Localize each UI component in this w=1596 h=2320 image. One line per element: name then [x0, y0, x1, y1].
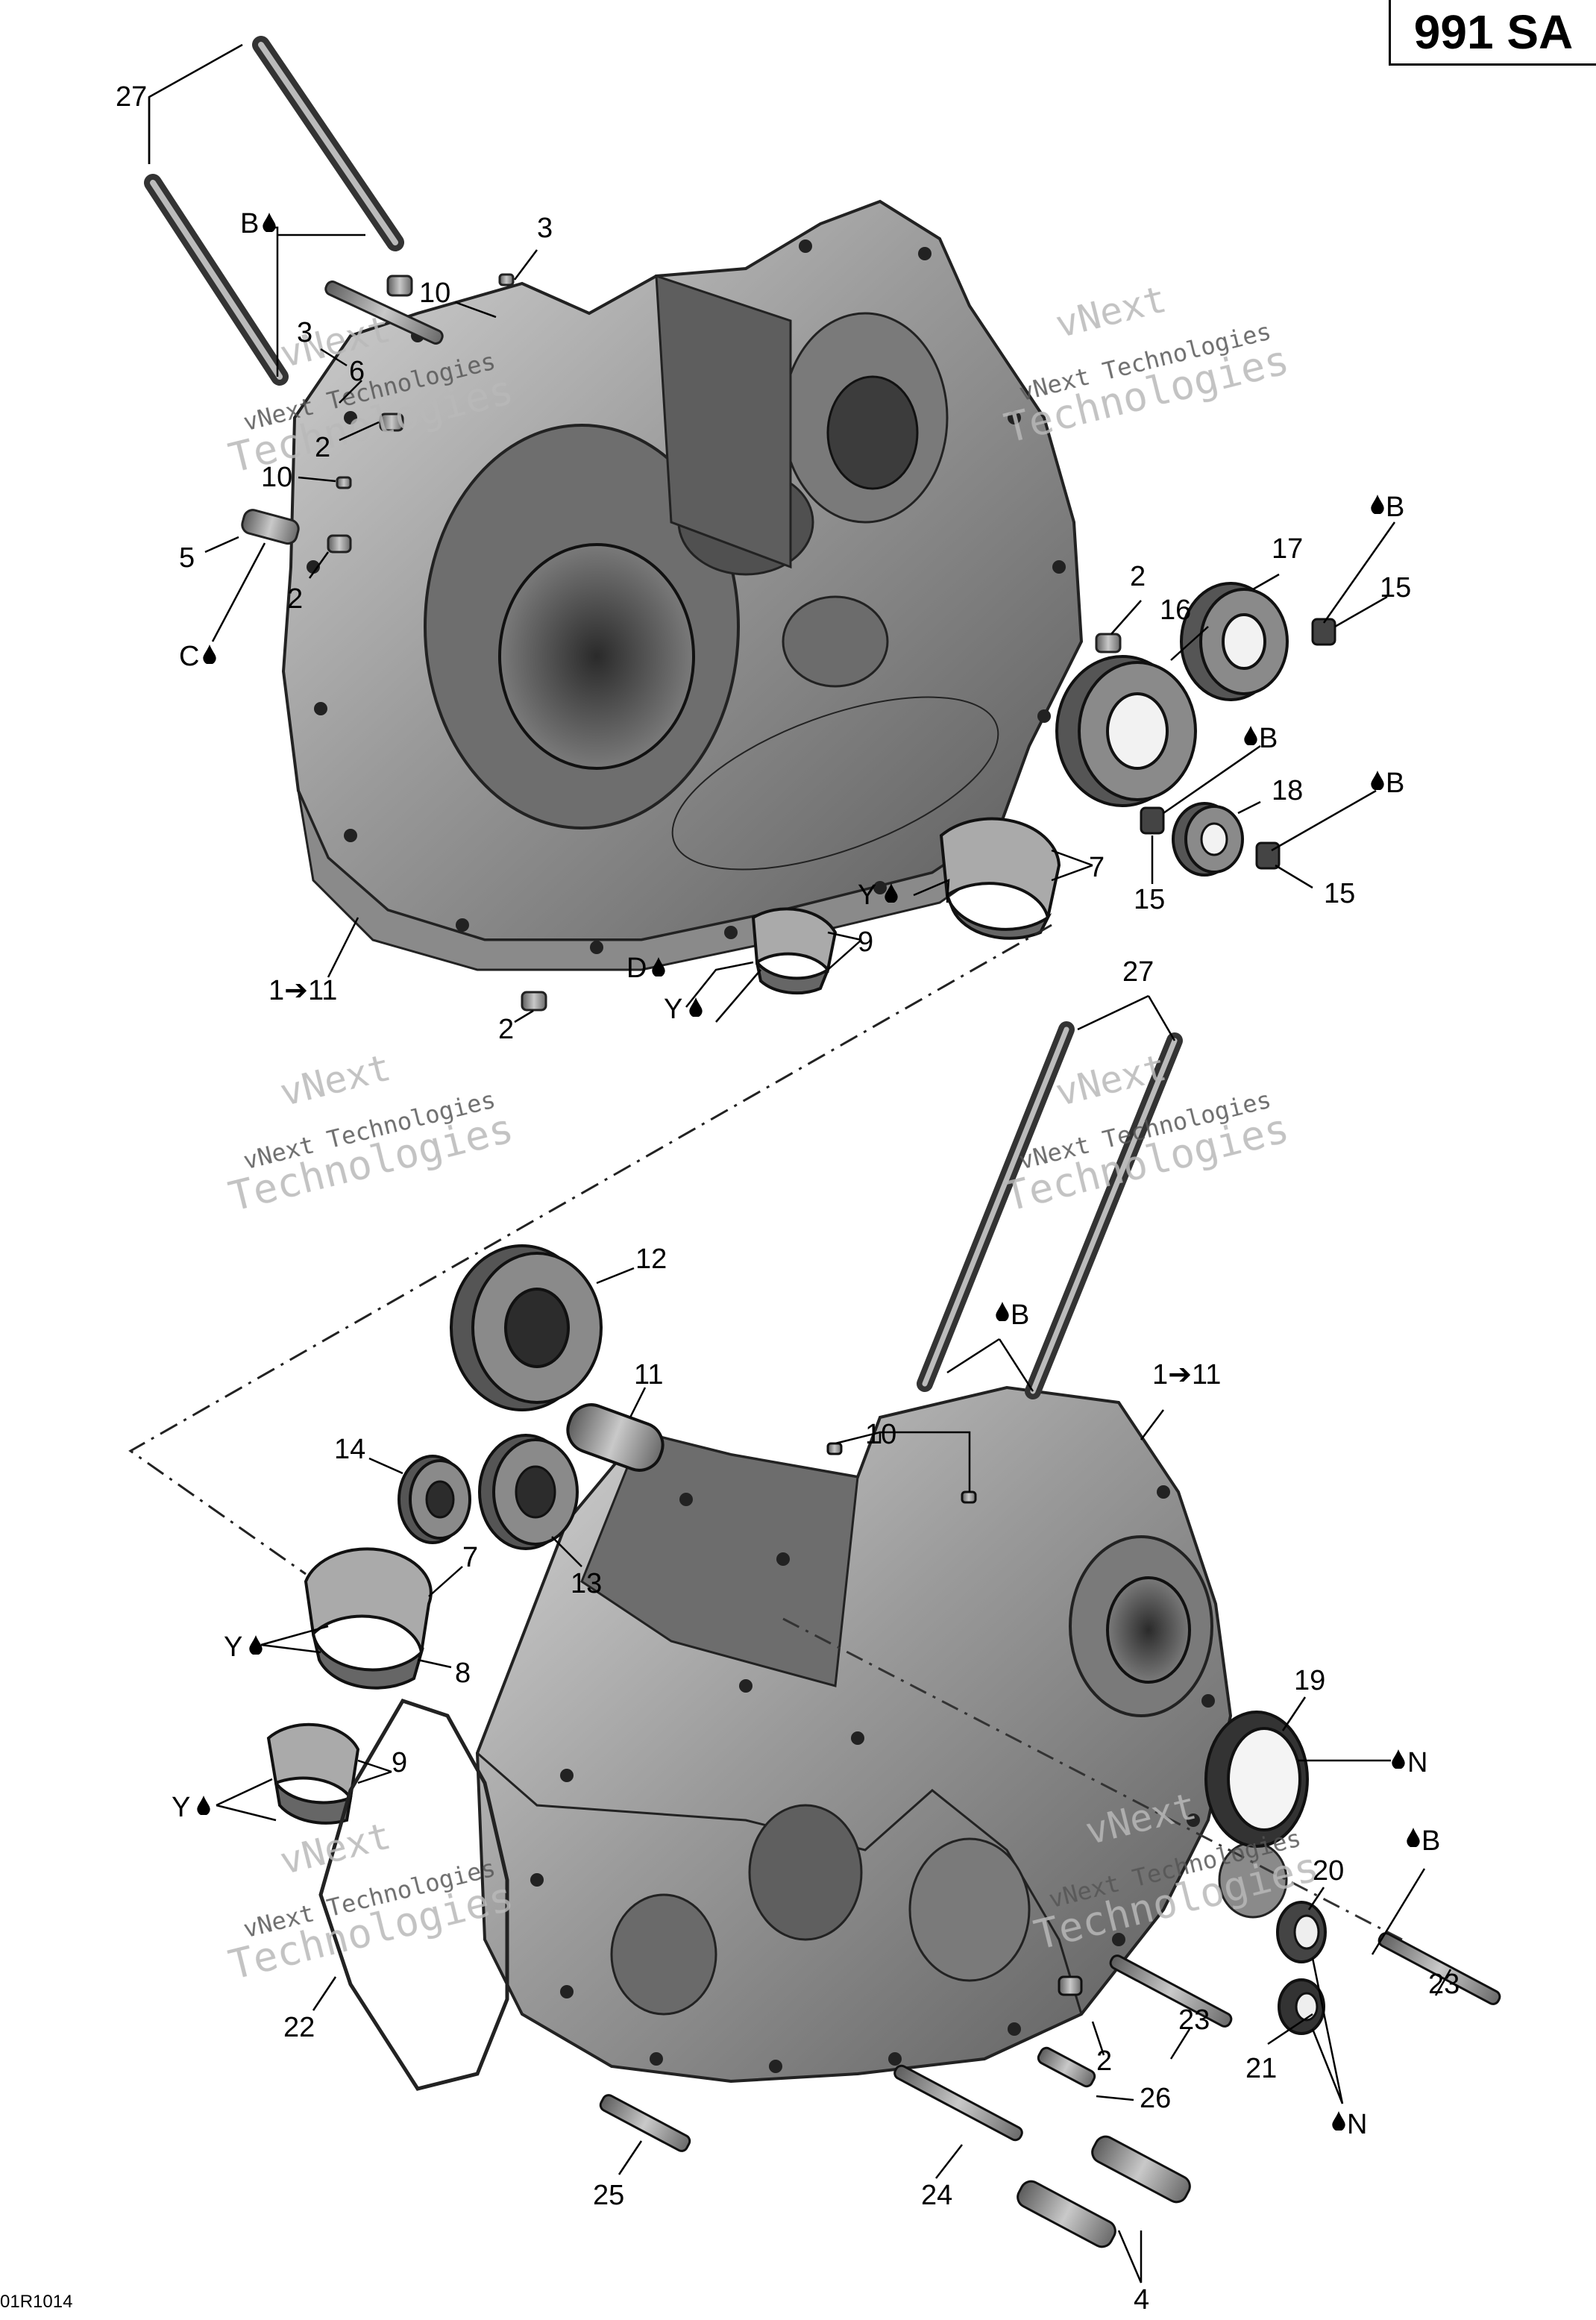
callout-19: 19 [1294, 1665, 1325, 1696]
callout-25: 25 [593, 2180, 624, 2211]
callout-7: 7 [1089, 852, 1105, 883]
callout-15: 15 [1324, 878, 1355, 909]
callout-3: 3 [537, 213, 553, 244]
callout-11: 11 [634, 1359, 663, 1391]
callout-b-lube: B [1259, 723, 1278, 754]
gasket-22 [318, 1698, 509, 2091]
callout-23: 23 [1178, 2004, 1210, 2036]
callout-4: 4 [1134, 2284, 1149, 2316]
callout-9: 9 [858, 927, 873, 958]
callout-2: 2 [315, 432, 330, 463]
bearing-13 [478, 1434, 579, 1550]
callout-b-lube: B [1386, 492, 1404, 523]
callout-22: 22 [283, 2012, 315, 2043]
callout-23: 23 [1428, 1969, 1460, 2000]
stud-27-upper-pair [144, 36, 404, 386]
callout-2: 2 [1096, 2045, 1112, 2077]
callout-y-lube: Y [224, 1631, 242, 1663]
callout-15: 15 [1380, 572, 1411, 603]
lube-drop-icon [1407, 1828, 1420, 1847]
callout-2: 2 [498, 1014, 514, 1045]
callout-y-lube: Y [858, 880, 876, 911]
dowels-and-pins-upper [241, 273, 1122, 1012]
seals-20-21 [1276, 1901, 1327, 2035]
callout-21: 21 [1245, 2053, 1277, 2084]
lube-drop-icon [1392, 1749, 1405, 1769]
callout-2: 2 [1130, 561, 1146, 592]
callout-16: 16 [1160, 595, 1191, 626]
callout-7: 7 [462, 1542, 478, 1573]
lube-drop-icon [1371, 771, 1384, 790]
callout-b-lube: B [240, 208, 259, 239]
callout-14: 14 [334, 1434, 365, 1465]
lube-drop-icon [263, 213, 276, 232]
callout-15: 15 [1134, 884, 1165, 915]
lube-drop-icon [249, 1635, 263, 1655]
watermark-line1: vNext [1052, 278, 1171, 347]
callout-d-lube: D [626, 953, 647, 984]
callout-10: 10 [865, 1419, 896, 1450]
callout-24: 24 [921, 2180, 952, 2211]
lube-drop-icon [203, 645, 216, 664]
leader-lines [148, 43, 1452, 2283]
upper-crankcase [281, 199, 1084, 971]
watermark-line1: vNext [276, 1814, 395, 1884]
callout-1-to-11: 1➔11 [1152, 1359, 1221, 1391]
lube-drop-icon [197, 1796, 210, 1815]
callout-13: 13 [571, 1568, 602, 1599]
alignment-line [128, 924, 1052, 1576]
document-reference: 01R1014 [0, 2292, 73, 2312]
callout-20: 20 [1313, 1855, 1344, 1887]
callout-b-lube: B [1011, 1299, 1029, 1331]
callout-5: 5 [179, 542, 195, 574]
callout-y-lube: Y [172, 1792, 190, 1823]
watermark-line1: vNext [276, 1046, 395, 1115]
model-badge: 991 SA [1389, 0, 1596, 66]
callout-9: 9 [392, 1747, 407, 1778]
bearing-12 [450, 1244, 603, 1411]
callout-3: 3 [297, 317, 312, 348]
stud-27-lower-pair [917, 1021, 1183, 1399]
callout-18: 18 [1272, 775, 1303, 806]
bearing-16 [1055, 655, 1197, 807]
callout-27: 27 [1122, 956, 1154, 988]
bearing-14 [398, 1455, 471, 1544]
callout-27: 27 [116, 81, 147, 113]
lube-drop-icon [996, 1302, 1009, 1321]
callout-1-to-11: 1➔11 [268, 975, 337, 1006]
lube-drop-icon [1371, 495, 1384, 514]
callout-c-lube: C [179, 641, 199, 672]
seal-19 [1204, 1711, 1309, 1848]
callout-10: 10 [419, 278, 450, 309]
callout-12: 12 [635, 1244, 667, 1275]
bearing-shells-upper [751, 817, 1061, 995]
lube-drop-icon [1244, 726, 1257, 745]
lube-drop-icon [1332, 2111, 1345, 2131]
bolts [599, 1442, 1501, 2248]
bearing-18 [1172, 802, 1244, 877]
callout-8: 8 [455, 1658, 471, 1689]
callout-6: 6 [349, 356, 365, 387]
callout-n-lube: N [1407, 1747, 1427, 1778]
callout-b-lube: B [1386, 768, 1404, 799]
callout-y-lube: Y [664, 994, 682, 1025]
callout-2: 2 [287, 583, 303, 615]
callout-10: 10 [261, 462, 292, 493]
callout-b-lube: B [1421, 1825, 1440, 1857]
bearing-17 [1180, 582, 1289, 701]
callout-n-lube: N [1347, 2109, 1367, 2140]
callout-17: 17 [1272, 533, 1303, 565]
sleeve-11 [566, 1403, 665, 1472]
callout-labels: 27 B 3 10 3 6 2 10 5 2 C B 17 15 2 16 B … [116, 81, 1460, 2316]
lower-crankcase [475, 1385, 1403, 2084]
callout-26: 26 [1140, 2083, 1171, 2114]
bearing-shells-lower [266, 1547, 433, 1825]
